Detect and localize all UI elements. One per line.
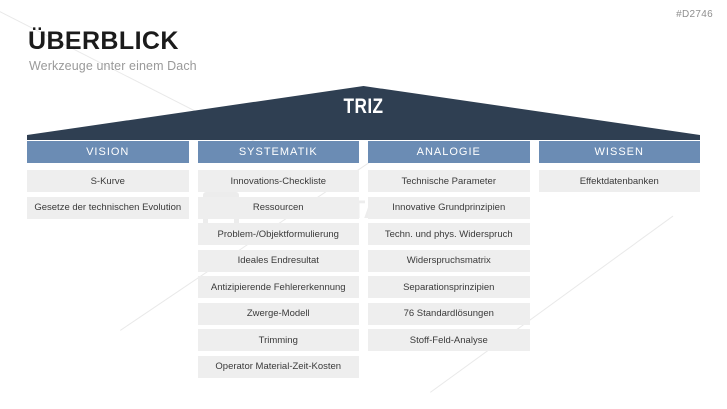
column-header-systematik[interactable]: SYSTEMATIK bbox=[197, 141, 359, 163]
list-item[interactable]: Operator Material-Zeit-Kosten bbox=[197, 355, 359, 378]
list-item[interactable]: Stoff-Feld-Analyse bbox=[368, 329, 530, 351]
list-item[interactable]: Technische Parameter bbox=[368, 170, 530, 192]
column-header-analogie[interactable]: ANALOGIE bbox=[368, 141, 530, 163]
list-item[interactable]: Trimming bbox=[197, 329, 359, 351]
list-item[interactable]: Problem-/Objektformulierung bbox=[197, 223, 359, 245]
pillar-column-wissen: WISSEN Effektdatenbanken bbox=[538, 141, 700, 378]
pillar-column-analogie: ANALOGIE Technische Parameter Innovative… bbox=[368, 141, 530, 378]
column-header-wissen[interactable]: WISSEN bbox=[538, 141, 700, 163]
list-item[interactable]: Antizipierende Fehlererkennung bbox=[197, 276, 359, 298]
list-item[interactable]: Ideales Endresultat bbox=[197, 249, 359, 272]
list-item[interactable]: Techn. und phys. Widerspruch bbox=[368, 223, 530, 245]
roof-label: TRIZ bbox=[343, 95, 384, 118]
list-item[interactable]: Widerspruchsmatrix bbox=[368, 249, 530, 272]
pillar-columns: VISION S-Kurve Gesetze der technischen E… bbox=[27, 141, 700, 378]
list-item[interactable]: Effektdatenbanken bbox=[538, 170, 700, 192]
pillar-column-systematik: SYSTEMATIK Innovations-Checkliste Ressou… bbox=[197, 141, 359, 378]
list-item[interactable]: Separationsprinzipien bbox=[368, 276, 530, 298]
page-title: ÜBERBLICK bbox=[28, 27, 179, 55]
page-id: #D2746 bbox=[676, 9, 713, 20]
list-item[interactable]: 76 Standardlösungen bbox=[368, 302, 530, 325]
list-item[interactable]: Gesetze der technischen Evolution bbox=[27, 196, 189, 219]
list-item[interactable]: Zwerge-Modell bbox=[197, 302, 359, 325]
page-subtitle: Werkzeuge unter einem Dach bbox=[29, 59, 197, 73]
column-header-vision[interactable]: VISION bbox=[27, 141, 189, 163]
pillar-column-vision: VISION S-Kurve Gesetze der technischen E… bbox=[27, 141, 189, 378]
list-item[interactable]: Innovative Grundprinzipien bbox=[368, 196, 530, 219]
list-item[interactable]: Innovations-Checkliste bbox=[197, 170, 359, 192]
list-item[interactable]: S-Kurve bbox=[27, 170, 189, 192]
roof-shape bbox=[27, 86, 700, 140]
list-item[interactable]: Ressourcen bbox=[197, 196, 359, 219]
